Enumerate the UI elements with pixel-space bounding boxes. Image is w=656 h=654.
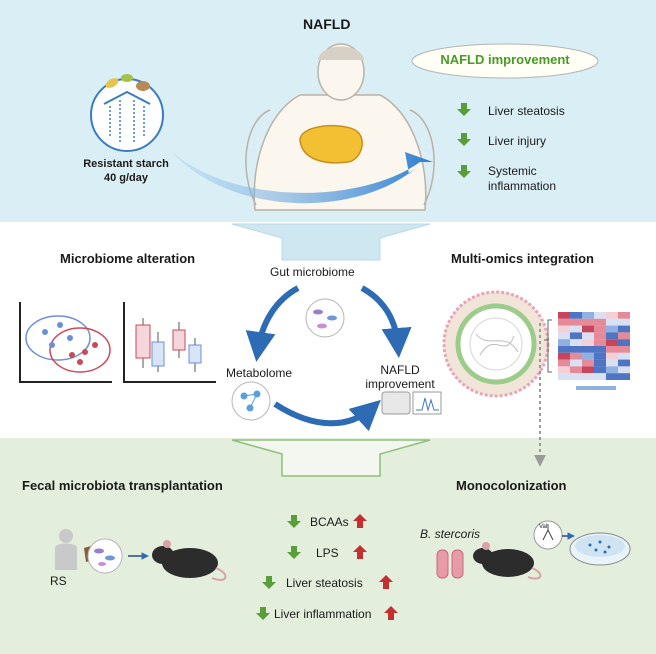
resistant-starch-icon	[90, 74, 164, 152]
outcome-lps: LPS	[316, 546, 339, 560]
outcome-bcaas: BCAAs	[310, 515, 349, 529]
intervention-label-line-2: 40 g/day	[103, 172, 149, 184]
outcome-liver-injury: Liver injury	[488, 134, 547, 148]
decrease-arrow-icon	[287, 546, 301, 559]
treatment-flow-arrow	[170, 150, 433, 204]
cycle-arrow-left	[245, 285, 300, 362]
rs-label: RS	[50, 574, 67, 588]
increase-arrow-icon	[353, 545, 367, 559]
transition-arrow-bottom	[231, 439, 431, 477]
improvement-title: NAFLD improvement	[440, 52, 570, 67]
increase-arrow-icon	[384, 606, 398, 620]
mouse-icon	[152, 540, 227, 581]
pca-plot-icon	[19, 302, 112, 383]
increase-arrow-icon	[379, 575, 393, 589]
transition-arrow-top	[231, 223, 431, 261]
liver-icon	[299, 124, 363, 164]
decrease-arrow-icon	[256, 607, 270, 620]
cycle-label-improvement-line-2: improvement	[365, 377, 435, 391]
intervention-label-line-1: Resistant starch	[83, 158, 169, 170]
microbe-icon	[305, 298, 345, 338]
boxplot-icon	[123, 302, 216, 383]
improvement-oval	[411, 43, 599, 79]
compound-label: Val	[539, 524, 548, 530]
fmt-title: Fecal microbiota transplantation	[22, 478, 223, 493]
valine-molecule-icon	[533, 520, 563, 550]
analysis-icon	[381, 391, 442, 415]
human-donor-icon	[55, 529, 77, 570]
decrease-arrow-icon	[457, 165, 471, 178]
mouse-icon	[473, 542, 542, 580]
cycle-arrow-right	[360, 285, 412, 358]
species-label: B. stercoris	[420, 527, 481, 541]
metabolite-network-icon	[231, 381, 271, 421]
figure-title: NAFLD	[303, 16, 351, 32]
microbiome-alteration-title: Microbiome alteration	[60, 251, 196, 266]
outcome-liver-steatosis: Liver steatosis	[488, 104, 565, 118]
increase-arrow-icon	[353, 514, 367, 528]
monocolonization-title: Monocolonization	[456, 478, 567, 493]
multi-omics-title: Multi-omics integration	[451, 251, 594, 266]
petri-dish-icon	[569, 532, 631, 566]
cycle-label-metabolome: Metabolome	[226, 366, 293, 380]
decrease-arrow-icon	[262, 576, 276, 589]
bacteria-capsule-icon	[436, 549, 464, 579]
cycle-label-gut-microbiome: Gut microbiome	[270, 265, 355, 279]
cycle-label-improvement-line-1: NAFLD	[380, 363, 420, 377]
circos-plot-icon	[442, 290, 550, 398]
decrease-arrow-icon	[457, 103, 471, 116]
microbe-icon	[87, 538, 123, 574]
cycle-arrow-bottom	[273, 399, 381, 432]
outcome-liver-steatosis: Liver steatosis	[286, 576, 363, 590]
outcome-systemic-line-2: inflammation	[488, 179, 557, 193]
decrease-arrow-icon	[287, 515, 301, 528]
outcome-systemic-line-1: Systemic	[488, 164, 537, 178]
outcome-liver-inflammation: Liver inflammation	[274, 607, 372, 621]
decrease-arrow-icon	[457, 133, 471, 146]
heatmap-icon	[544, 312, 630, 390]
